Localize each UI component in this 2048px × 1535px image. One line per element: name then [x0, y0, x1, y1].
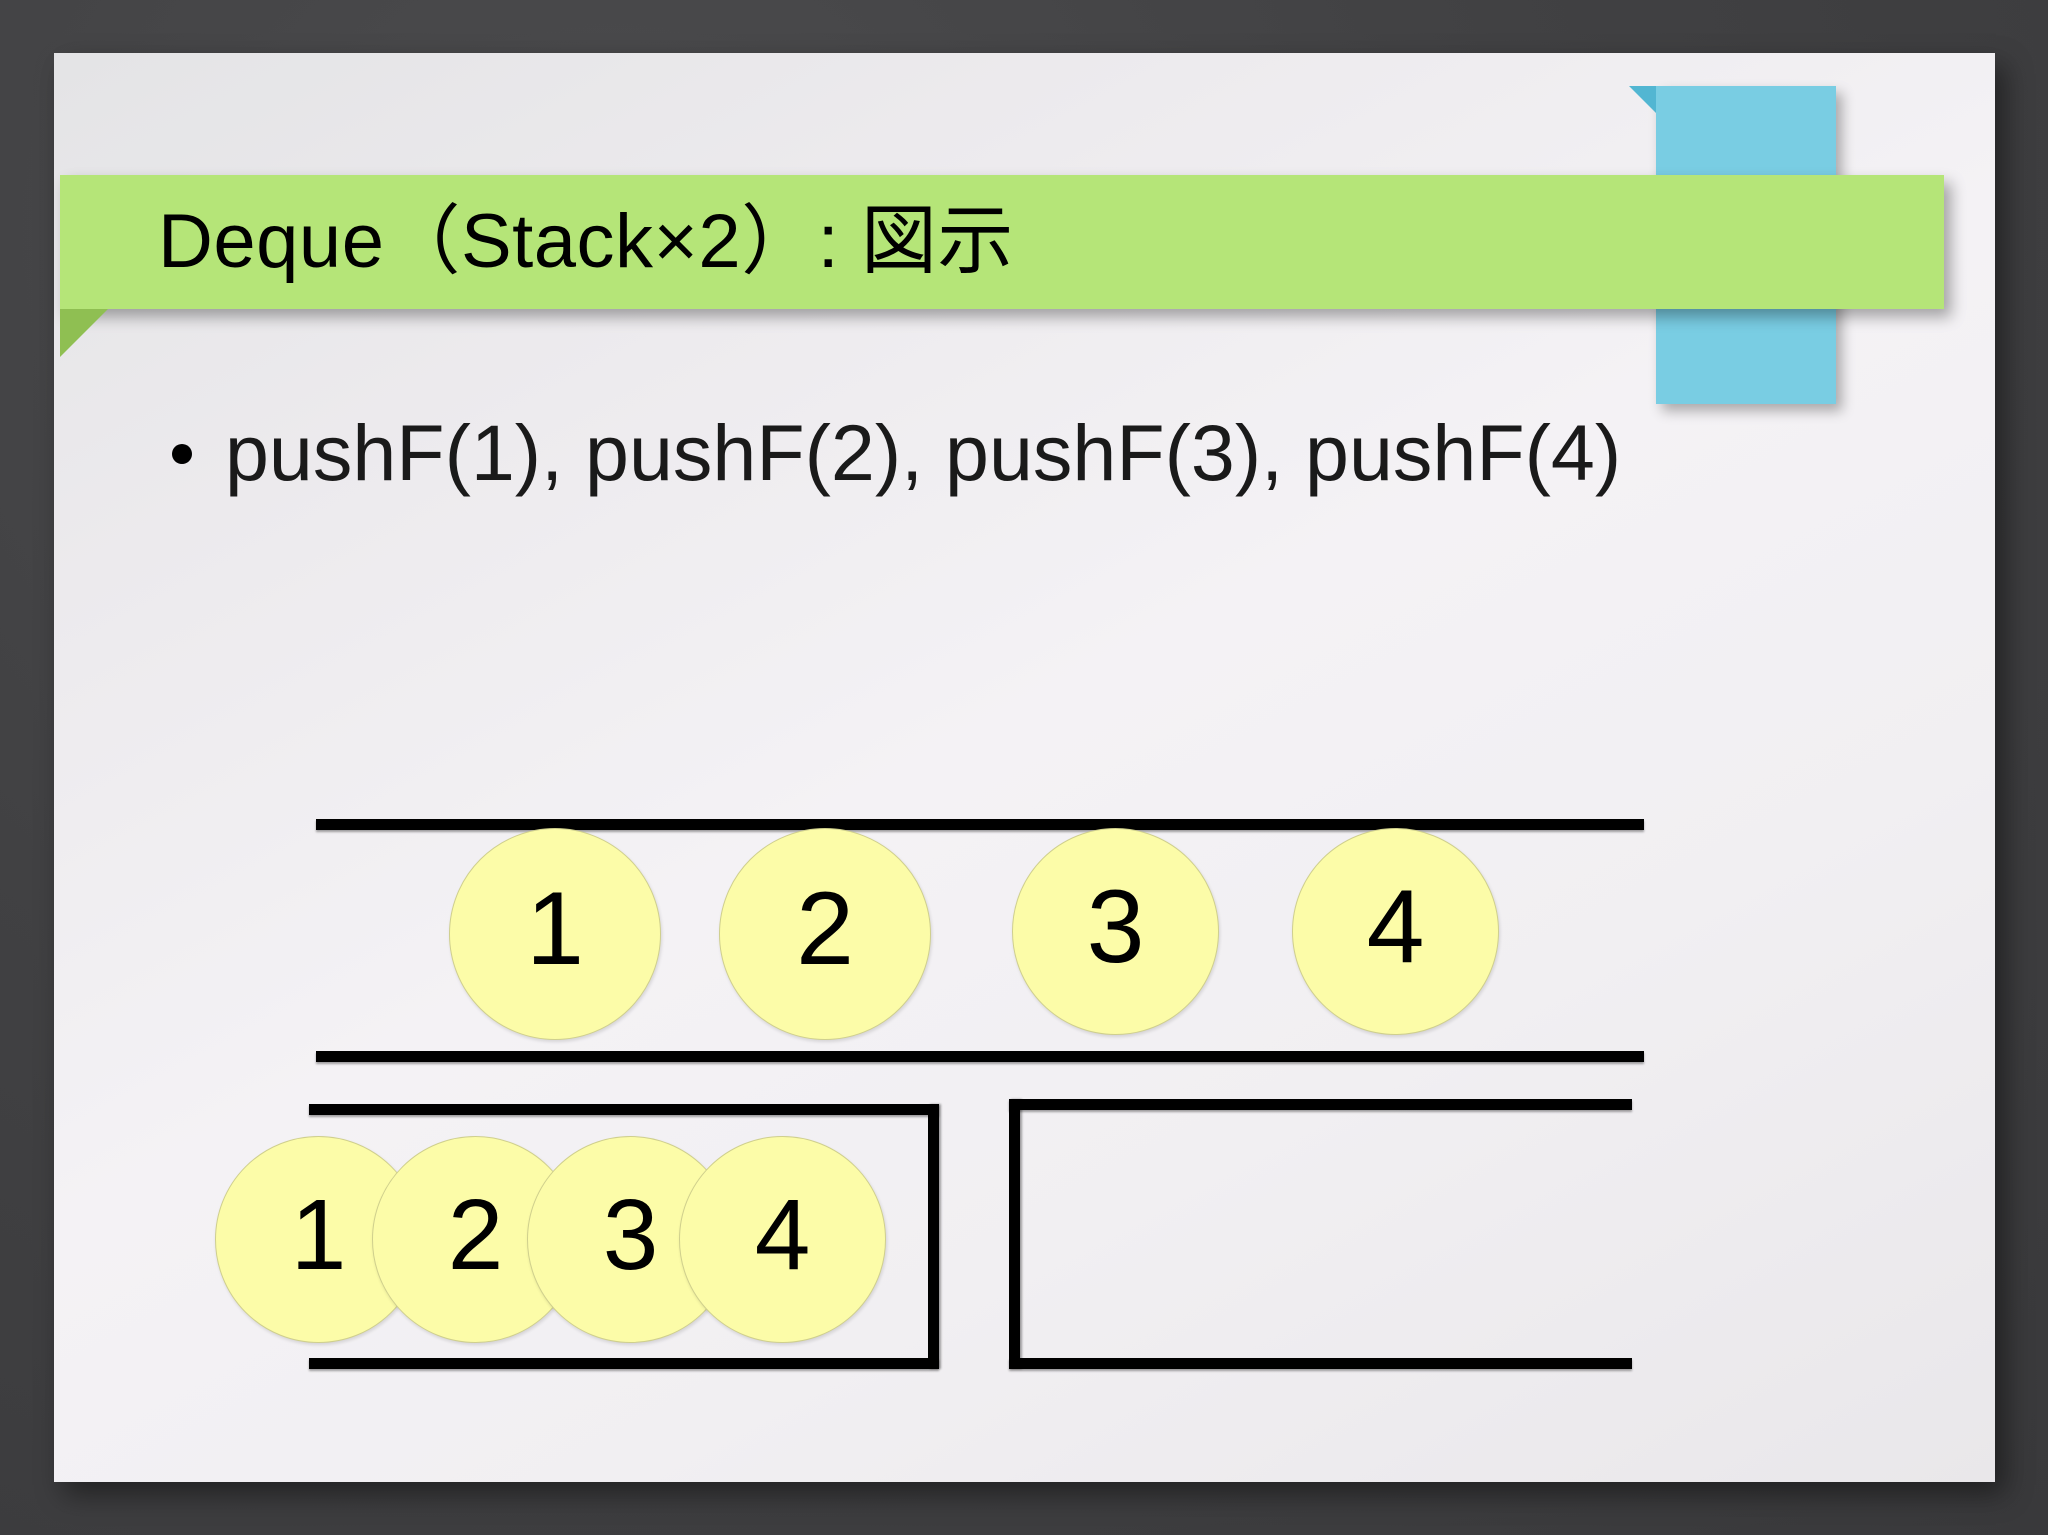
- left-stack-token-label: 4: [754, 1178, 811, 1291]
- left-stack-token-label: 3: [602, 1178, 659, 1291]
- deque-token: 1: [449, 828, 661, 1040]
- deque-top-rail: [316, 819, 1644, 830]
- page-title: Deque（Stack×2）: 図示: [158, 199, 1014, 284]
- title-band: Deque（Stack×2）: 図示: [60, 175, 1944, 309]
- accent-tab-fold-icon: [1629, 86, 1656, 113]
- bullet-item-label: pushF(1), pushF(2), pushF(3), pushF(4): [225, 408, 1622, 497]
- deque-token-label: 1: [526, 871, 584, 987]
- left-stack-token-label: 2: [447, 1178, 504, 1291]
- right-stack-bottom-rail: [1009, 1358, 1632, 1369]
- deque-token: 3: [1012, 828, 1219, 1035]
- title-band-fold-icon: [60, 309, 108, 357]
- right-stack-top-rail: [1009, 1099, 1632, 1110]
- deque-token-label: 2: [796, 871, 854, 987]
- left-stack-token: 4: [679, 1136, 886, 1343]
- deque-token-label: 4: [1366, 868, 1425, 985]
- right-stack-end-wall: [1009, 1099, 1020, 1369]
- deque-token: 2: [719, 828, 931, 1040]
- left-stack-token-label: 1: [290, 1178, 347, 1291]
- bullet-point-icon: [172, 444, 192, 464]
- bullet-list-item: pushF(1), pushF(2), pushF(3), pushF(4): [172, 413, 1621, 492]
- slide-surface: Deque（Stack×2）: 図示 pushF(1), pushF(2), p…: [54, 53, 1995, 1482]
- deque-bottom-rail: [316, 1051, 1644, 1062]
- left-stack-bottom-rail: [309, 1358, 939, 1369]
- left-stack-top-rail: [309, 1104, 939, 1115]
- left-stack-end-wall: [928, 1104, 939, 1369]
- deque-token-label: 3: [1086, 868, 1145, 985]
- deque-token: 4: [1292, 828, 1499, 1035]
